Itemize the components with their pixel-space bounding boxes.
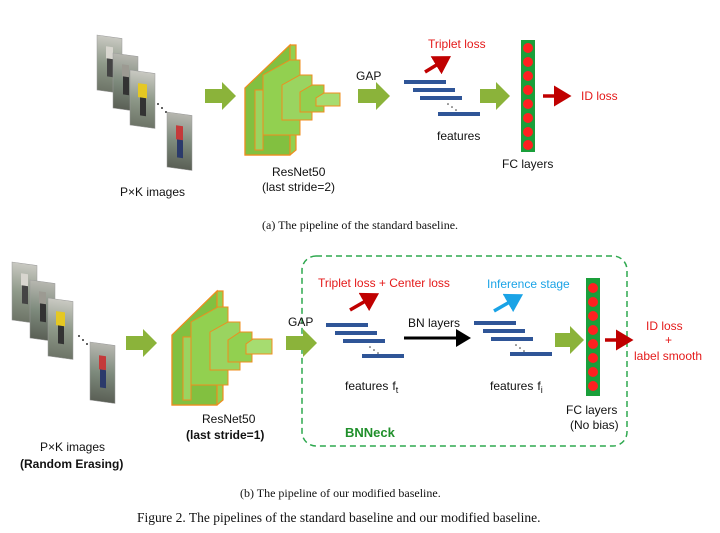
- person-images-stack-b: [11, 261, 116, 404]
- feature-bars-a: [404, 80, 480, 116]
- person-image: [129, 69, 156, 129]
- inference-stage-label: Inference stage: [487, 277, 570, 291]
- images-label: P×K images: [40, 440, 105, 454]
- fc-no-bias-label: (No bias): [570, 418, 619, 432]
- gap-label: GAP: [288, 315, 313, 329]
- backbone-label: ResNet50: [202, 412, 256, 426]
- flow-arrow: [555, 326, 584, 354]
- label-smooth-label: label smooth: [634, 349, 702, 363]
- person-image: [89, 341, 116, 404]
- person-image: [47, 297, 74, 360]
- feature-bars-t: [326, 323, 404, 358]
- flow-arrow: [126, 329, 157, 357]
- figure-caption: Figure 2. The pipelines of the standard …: [137, 510, 541, 525]
- gap-label: GAP: [356, 69, 381, 83]
- bnneck-label: BNNeck: [345, 425, 396, 440]
- person-image: [166, 111, 193, 171]
- caption-a: (a) The pipeline of the standard baselin…: [262, 218, 458, 232]
- caption-b: (b) The pipeline of our modified baselin…: [240, 486, 441, 500]
- flow-arrow: [480, 82, 510, 110]
- backbone-label: ResNet50: [272, 165, 326, 179]
- gap-arrow: [286, 329, 317, 357]
- triplet-loss-arrow: [424, 56, 451, 75]
- triplet-center-loss-arrow: [349, 292, 380, 312]
- triplet-center-loss-label: Triplet loss + Center loss: [318, 276, 450, 290]
- triplet-loss-label: Triplet loss: [428, 37, 486, 51]
- fc-layer-bar-a: [521, 40, 535, 152]
- inference-stage-arrow: [493, 293, 524, 313]
- fc-layers-label: FC layers: [566, 403, 617, 417]
- id-loss-label: ID loss: [646, 319, 683, 333]
- fc-layer-bar-b: [586, 278, 600, 396]
- backbone-sub-label: (last stride=2): [262, 180, 335, 194]
- bn-layers-label: BN layers: [408, 316, 460, 330]
- gap-arrow: [358, 82, 390, 110]
- images-label: P×K images: [120, 185, 185, 199]
- resnet50-block-a: [244, 43, 341, 156]
- id-loss-label: ID loss: [581, 89, 618, 103]
- plus-label: +: [665, 333, 672, 347]
- pipeline-b: P×K images (Random Erasing) ResNet50 (la…: [11, 255, 702, 500]
- resnet50-block-b: [171, 289, 273, 406]
- bnneck-box: [301, 255, 628, 447]
- person-images-stack-a: [96, 34, 193, 171]
- flow-arrow: [205, 82, 236, 110]
- pipeline-a: P×K images ResNet50 (last stride=2) GAP: [96, 34, 618, 232]
- backbone-sub-label: (last stride=1): [186, 428, 264, 442]
- images-sub-label: (Random Erasing): [20, 457, 123, 471]
- feature-bars-i: [474, 321, 552, 356]
- fc-layers-label: FC layers: [502, 157, 553, 171]
- features-label: features: [437, 129, 480, 143]
